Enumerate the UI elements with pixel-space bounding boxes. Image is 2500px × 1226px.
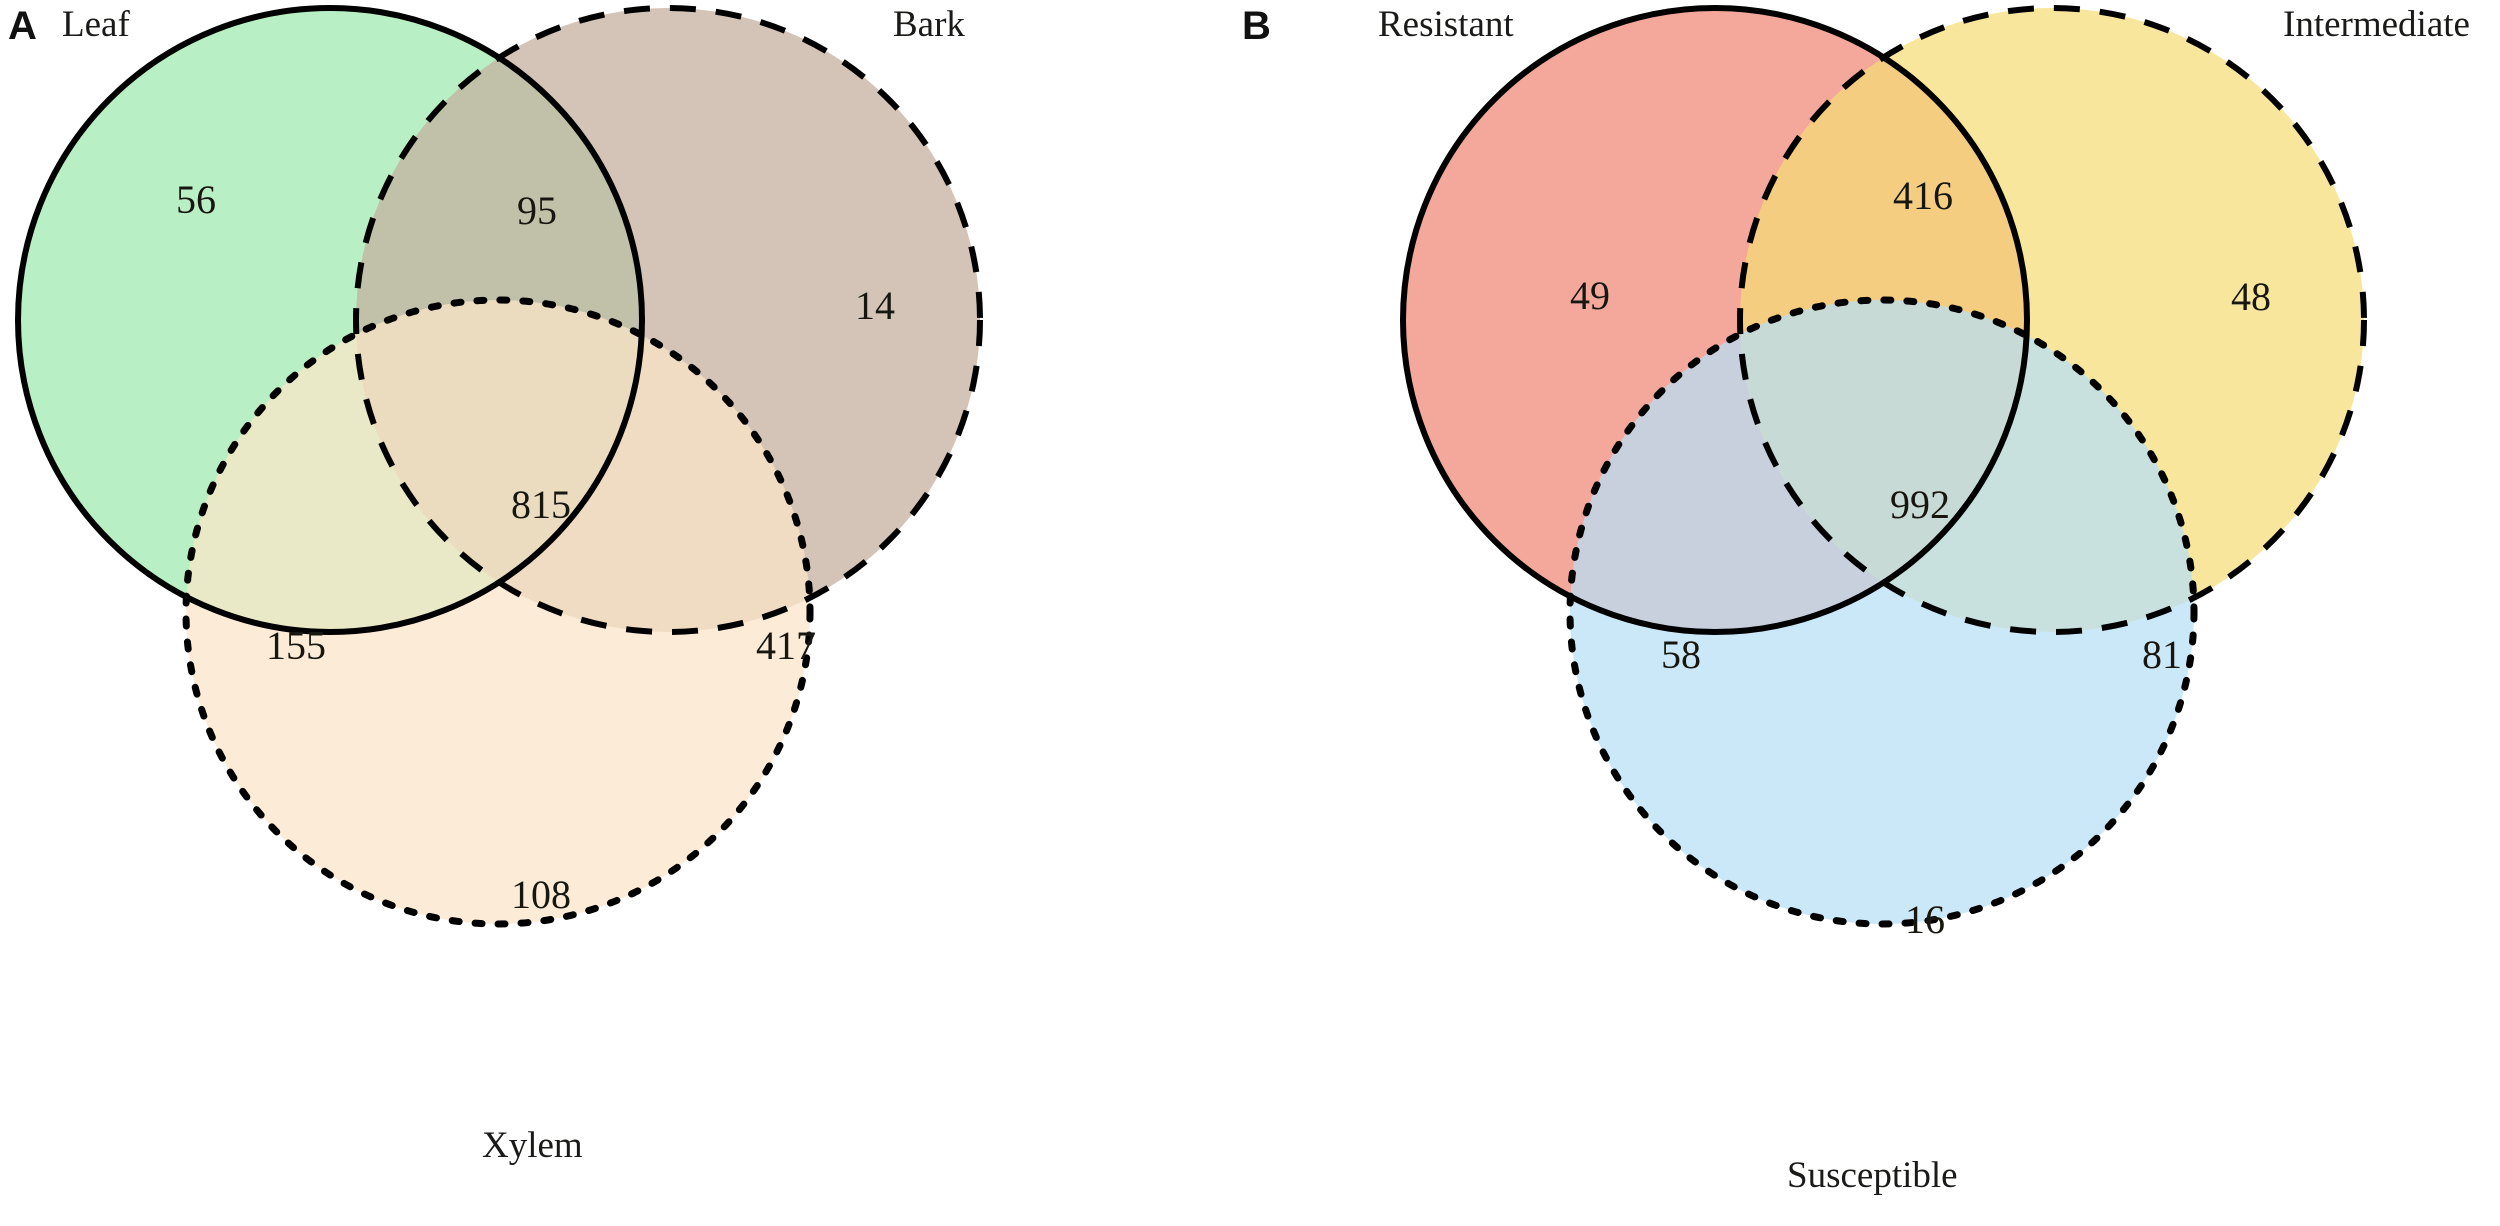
count-resistant-susceptible: 58 (1661, 632, 1701, 677)
set-label-bark: Bark (893, 4, 965, 45)
count-intermediate-susceptible: 81 (2142, 632, 2182, 677)
count-bark-only: 14 (855, 283, 895, 328)
count-leaf-xylem: 155 (266, 623, 326, 668)
venn-circle-outline-susceptible (1566, 296, 2198, 928)
count-susceptible-only: 16 (1905, 897, 1945, 942)
count-leaf-bark-xylem: 815 (511, 482, 571, 527)
count-xylem-only: 108 (511, 872, 571, 917)
panel-b: B Resistant Intermediate Susceptible 49 … (1230, 0, 2500, 1226)
count-resistant-intermediate-susceptible: 992 (1890, 482, 1950, 527)
panel-a-venn-svg (15, 5, 983, 928)
count-intermediate-only: 48 (2231, 274, 2271, 319)
panel-a: A Leaf Bark Xylem 56 95 14 815 155 417 1… (0, 0, 1230, 1226)
count-resistant-intermediate: 416 (1893, 173, 1953, 218)
count-resistant-only: 49 (1570, 273, 1610, 318)
venn-fill-layer (1403, 8, 2364, 924)
venn-circle-outline-intermediate (1737, 5, 2367, 635)
venn-circle-outline-resistant (1400, 5, 2030, 635)
venn-circle-fill-susceptible (1570, 300, 2194, 924)
panel-b-letter: B (1242, 4, 1271, 48)
venn-fill-layer (18, 8, 980, 924)
count-bark-xylem: 417 (756, 623, 816, 668)
venn-stroke-layer (15, 5, 983, 928)
venn-circle-outline-bark (353, 5, 983, 635)
set-label-leaf: Leaf (62, 4, 130, 45)
venn-circle-outline-leaf (15, 5, 645, 635)
venn-stroke-layer (1400, 5, 2367, 928)
count-leaf-only: 56 (176, 177, 216, 222)
panel-b-venn-svg (1400, 5, 2367, 928)
venn-circle-outline-xylem (182, 296, 814, 928)
set-label-xylem: Xylem (482, 1125, 583, 1166)
count-leaf-bark: 95 (517, 188, 557, 233)
set-label-intermediate: Intermediate (2283, 4, 2470, 45)
set-label-resistant: Resistant (1378, 4, 1514, 45)
panel-a-letter: A (8, 4, 37, 48)
venn-circle-fill-xylem (186, 300, 810, 924)
set-label-susceptible: Susceptible (1787, 1155, 1958, 1196)
